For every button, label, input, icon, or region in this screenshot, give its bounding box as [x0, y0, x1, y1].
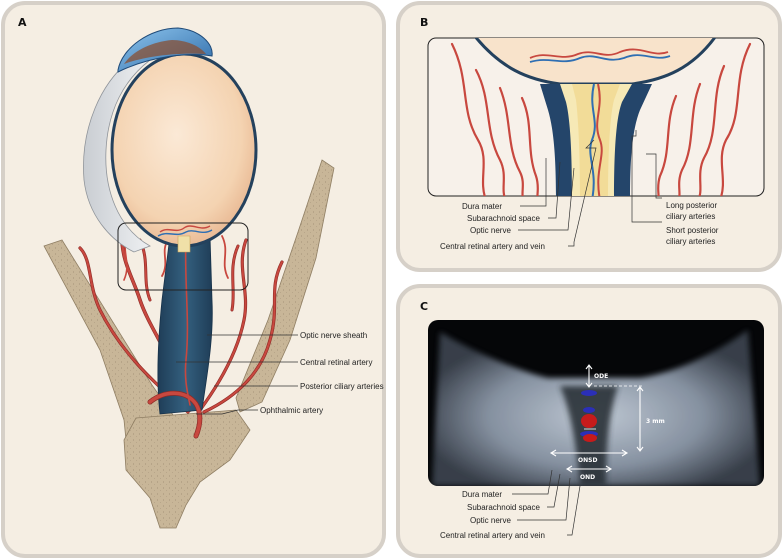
- central-retinal-artery-a: [184, 235, 191, 406]
- label-3-mm: 3 mm: [646, 418, 665, 425]
- panel-c-label: C: [420, 300, 428, 313]
- label-ode: ODE: [594, 373, 608, 380]
- iris: [124, 40, 206, 64]
- label-posterior-ciliary-arteries: Posterior ciliary arteries: [300, 382, 384, 391]
- panel-c: C ODE 3 m: [396, 284, 782, 558]
- panel-a-label: A: [18, 16, 27, 29]
- doppler-red-low: [583, 434, 597, 442]
- double-arrow-icon: [549, 364, 644, 473]
- b-label-optic-nerve: Optic nerve: [470, 226, 511, 235]
- orbital-bone-right: [235, 159, 335, 413]
- sclera-shell: [83, 55, 151, 253]
- posterior-globe-wall: [468, 38, 722, 86]
- optic-nerve-a: [157, 235, 213, 415]
- ophthalmic-artery: [148, 391, 202, 438]
- label-optic-nerve-sheath: Optic nerve sheath: [300, 331, 367, 340]
- sphenoid-bone: [123, 409, 251, 529]
- panel-a: A: [1, 1, 386, 558]
- ciliary-arteries-b: [450, 42, 752, 196]
- label-onsd: ONSD: [578, 457, 597, 464]
- eye-globe: [110, 52, 258, 248]
- doppler-blue-mid: [583, 407, 595, 413]
- b-label-central-retinal-artery-vein: Central retinal artery and vein: [440, 242, 545, 251]
- c-label-dura-mater: Dura mater: [462, 490, 502, 499]
- c-label-central-retinal-artery-vein: Central retinal artery and vein: [440, 531, 545, 540]
- c-label-subarachnoid-space: Subarachnoid space: [467, 503, 540, 512]
- c-label-optic-nerve: Optic nerve: [470, 516, 511, 525]
- label-ond: OND: [580, 474, 595, 481]
- label-central-retinal-artery: Central retinal artery: [300, 358, 372, 367]
- b-label-short-posterior-2: ciliary arteries: [666, 237, 715, 246]
- doppler-red-top: [581, 414, 597, 428]
- optic-nerve-b: [572, 84, 620, 196]
- b-label-dura-mater: Dura mater: [462, 202, 502, 211]
- label-ophthalmic-artery: Ophthalmic artery: [260, 406, 323, 415]
- panel-b: B: [396, 1, 782, 272]
- zoom-region-box: [117, 222, 249, 291]
- b-label-long-posterior-1: Long posterior: [666, 201, 717, 210]
- b-label-long-posterior-2: ciliary arteries: [666, 212, 715, 221]
- b-label-short-posterior-1: Short posterior: [666, 226, 719, 235]
- b-label-subarachnoid-space: Subarachnoid space: [467, 214, 540, 223]
- doppler-blue-top: [581, 390, 597, 396]
- panel-b-label: B: [420, 16, 428, 29]
